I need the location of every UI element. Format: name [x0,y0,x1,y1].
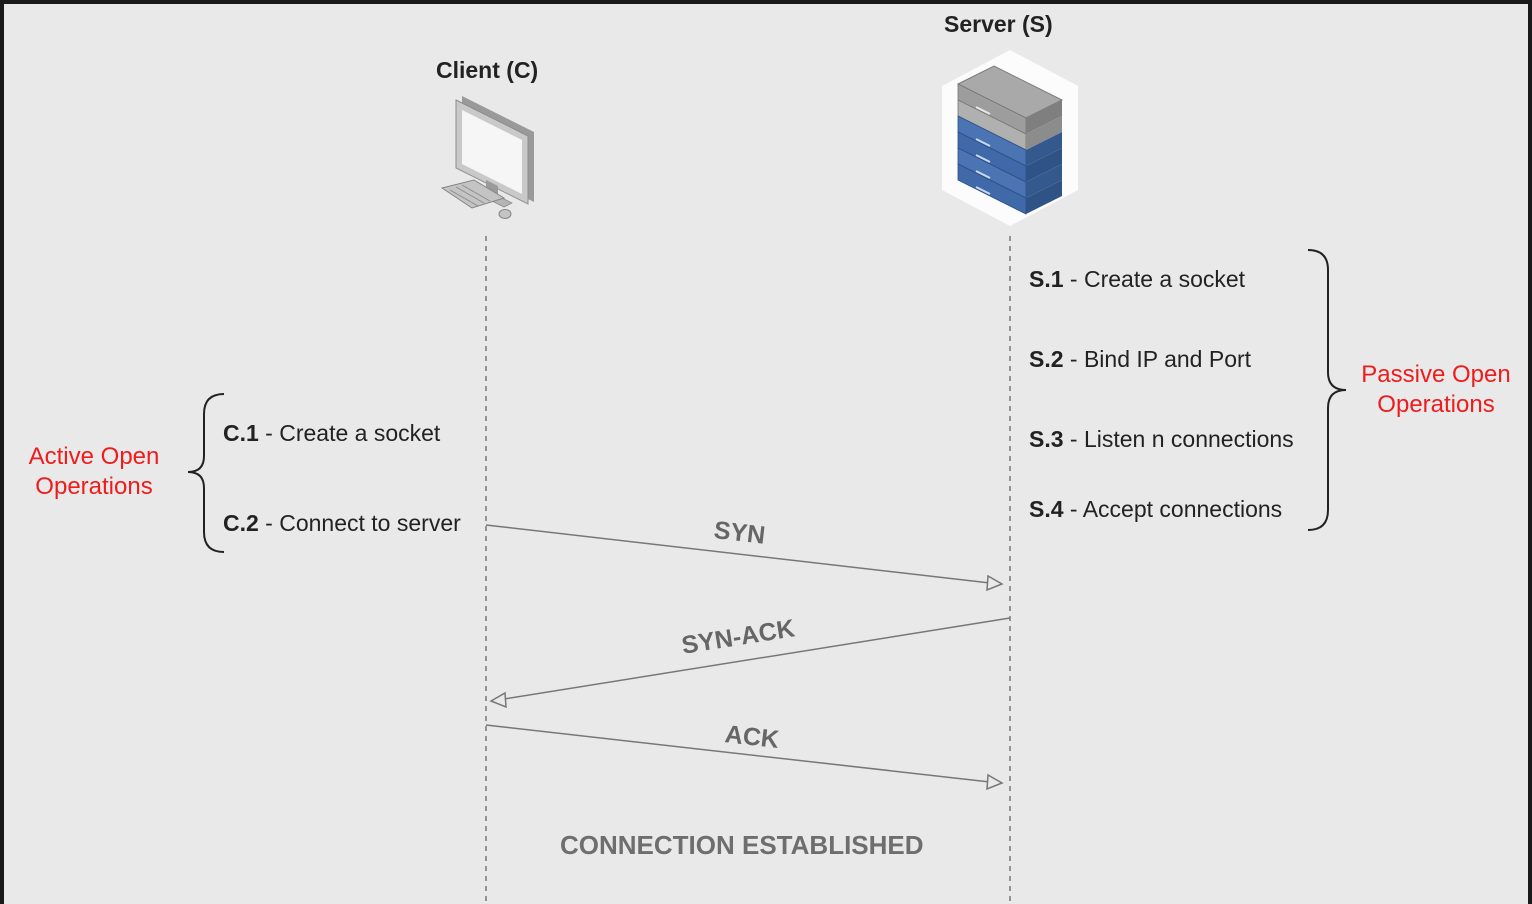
ack-arrow [485,724,1004,791]
active-open-brace [187,393,225,553]
diagram-graphics [187,50,1347,904]
ack-label: ACK [723,720,781,755]
client-step-c2-id: C.2 [223,510,259,536]
server-step-s2: S.2 - Bind IP and Port [1029,348,1251,371]
server-step-s4-text: - Accept connections [1063,496,1283,522]
client-step-c1: C.1 - Create a socket [223,422,440,445]
server-step-s2-text: - Bind IP and Port [1063,346,1252,372]
server-step-s1-text: - Create a socket [1063,266,1246,292]
sequence-diagram: Client (C) Server (S) C.1 - Create a soc… [4,4,1528,904]
server-step-s1-id: S.1 [1029,266,1064,292]
server-step-s4: S.4 - Accept connections [1029,498,1282,521]
client-step-c1-text: - Create a socket [258,420,441,446]
syn-arrow [485,524,1004,592]
syn-ack-arrow [489,617,1011,709]
client-step-c2: C.2 - Connect to server [223,512,461,535]
client-title: Client (C) [436,57,539,83]
server-step-s3-text: - Listen n connections [1063,426,1294,452]
syn-label: SYN [712,516,767,550]
passive-open-line2: Operations [1377,391,1495,418]
passive-open-label: Passive Open Operations [1352,360,1520,420]
server-step-s3-id: S.3 [1029,426,1064,452]
passive-open-line1: Passive Open [1361,361,1511,388]
client-step-c1-id: C.1 [223,420,259,446]
active-open-line2: Operations [35,473,153,500]
server-rack-icon [942,50,1078,226]
server-step-s1: S.1 - Create a socket [1029,268,1245,291]
server-step-s2-id: S.2 [1029,346,1064,372]
desktop-computer-icon [440,96,534,219]
server-title: Server (S) [944,11,1053,37]
server-step-s4-id: S.4 [1029,496,1064,522]
client-step-c2-text: - Connect to server [258,510,461,536]
server-step-s3: S.3 - Listen n connections [1029,428,1294,451]
active-open-line1: Active Open [28,443,160,470]
connection-established-label: CONNECTION ESTABLISHED [560,830,924,860]
passive-open-brace [1307,249,1347,531]
active-open-label: Active Open Operations [18,442,170,502]
